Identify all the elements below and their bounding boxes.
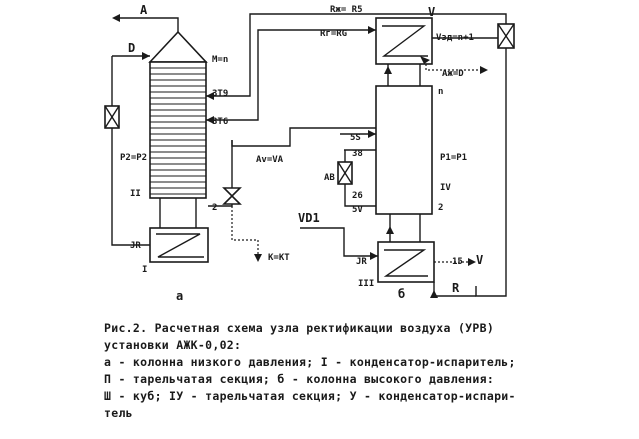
label-v-top: V <box>428 5 435 19</box>
condenser-v <box>375 17 433 65</box>
valve-ab-bottom-line <box>344 184 376 207</box>
azh-arrow <box>480 66 488 74</box>
distillation-scheme-diagram: A D M=n ЗТ9 ЗТ6 P2=P2 II 2 JR I а K=KT A… <box>104 3 515 303</box>
label-p2: P2=P2 <box>120 153 147 163</box>
label-rg: Rг=RG <box>320 29 347 39</box>
feed-st9-line <box>206 13 370 97</box>
column-b-arrow <box>386 226 394 234</box>
cube-iii <box>377 241 435 283</box>
valve-left-cross2 <box>104 105 120 129</box>
label-vd1: VD1 <box>298 211 320 225</box>
output-a-line <box>116 17 179 32</box>
label-15: 15 <box>452 257 463 267</box>
label-jr-a: JR <box>130 241 141 251</box>
throttle-valve-bottom <box>222 194 242 205</box>
right-return-arrow <box>430 290 438 298</box>
label-one: I <box>142 265 147 275</box>
label-av: Av=VA <box>256 155 284 165</box>
vd1-arrow <box>370 252 378 260</box>
label-a-column: а <box>176 289 183 303</box>
s5-arrow <box>368 130 376 138</box>
av-line <box>231 127 376 147</box>
label-s5: 5S <box>350 133 361 143</box>
label-n-b: n <box>438 87 443 97</box>
figure-caption: Рис.2. Расчетная схема узла ректификации… <box>104 320 624 422</box>
label-k: K=KT <box>268 253 290 263</box>
azh-line <box>425 64 482 71</box>
label-m: M=n <box>212 55 228 65</box>
condenser-evaporator-i <box>149 227 209 263</box>
left-loop-bottom <box>111 128 150 246</box>
label-azh: Aж=D <box>442 69 464 79</box>
valve-right-cross2 <box>497 23 515 49</box>
reflux-d-arrow <box>142 52 150 60</box>
label-a: A <box>140 3 148 17</box>
caption-line-4: П - тарельчатая секция; б - колонна высо… <box>104 372 495 386</box>
valve-ab-cross2 <box>337 161 353 185</box>
top-return-line <box>370 13 507 24</box>
caption-line-2: установки АЖК-0,02: <box>104 338 242 352</box>
feed-st9-arrow <box>206 92 214 100</box>
low-pressure-column <box>148 30 208 199</box>
label-5v: 5V <box>352 205 363 215</box>
caption-line-3: а - колонна низкого давления; I - конден… <box>104 355 516 369</box>
label-ii: II <box>130 189 141 199</box>
column-a-body <box>149 61 207 199</box>
condenser-v-coil <box>381 25 428 57</box>
output-a-arrow <box>112 14 120 22</box>
vd1-line <box>300 227 378 257</box>
k-output-line <box>231 206 259 256</box>
rg-arrow <box>368 26 376 34</box>
condenser-i-coil <box>156 233 204 258</box>
k-output-arrow <box>254 254 262 262</box>
column-b-body <box>375 85 433 215</box>
condenser-v-arrow <box>384 66 392 74</box>
label-iv: IV <box>440 183 451 193</box>
cube-iii-coil <box>383 249 428 277</box>
label-26: 26 <box>352 191 363 201</box>
column-a-dome <box>148 30 208 63</box>
label-v-right: V <box>476 253 483 267</box>
right-loop-line <box>475 48 507 297</box>
v-right-arrow <box>468 258 476 266</box>
feed-st6-arrow <box>206 116 214 124</box>
feed-st6-line <box>206 29 370 121</box>
caption-line-1: Рис.2. Расчетная схема узла ректификации… <box>104 321 495 335</box>
label-b-column: б <box>398 287 405 301</box>
label-jr-b: JR <box>356 257 367 267</box>
label-st6: ЗТ6 <box>212 117 228 127</box>
label-two-a: 2 <box>212 203 217 213</box>
caption-line-5: Ш - куб; IУ - тарельчатая секция; У - ко… <box>104 389 516 403</box>
label-ab: AB <box>324 173 335 183</box>
column-a-trays <box>150 67 206 195</box>
label-r: R <box>452 281 460 295</box>
label-rzh: Rж= R5 <box>330 5 363 15</box>
label-p1: P1=P1 <box>440 153 467 163</box>
label-two-b: 2 <box>438 203 443 213</box>
label-st9: ЗТ9 <box>212 89 228 99</box>
caption-line-6: тель <box>104 406 133 420</box>
condenser-v-mark <box>420 56 430 64</box>
high-pressure-column <box>375 85 433 215</box>
label-38: 38 <box>352 149 363 159</box>
label-d: D <box>128 41 135 55</box>
throttle-valve-top <box>222 187 242 198</box>
label-iii: III <box>358 279 374 289</box>
